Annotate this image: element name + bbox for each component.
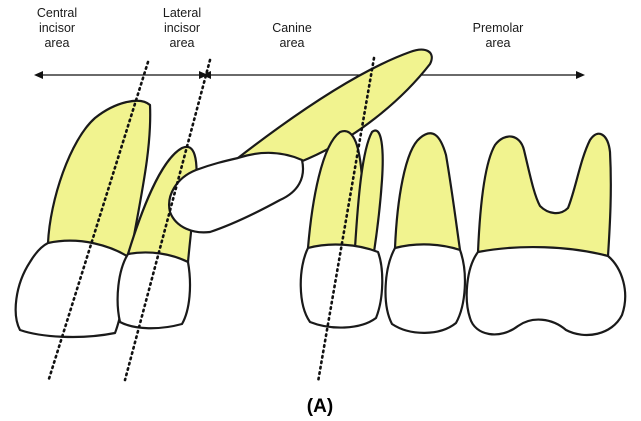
label-lateral-incisor-area: Lateral incisor area (163, 6, 201, 50)
molar-crown (467, 247, 625, 335)
label-canine-line-1: Canine (272, 21, 312, 35)
figure-caption: (A) (307, 396, 333, 417)
label-central-incisor-area: Central incisor area (37, 6, 77, 50)
second-premolar-root (395, 133, 460, 250)
label-central-line-2: incisor (39, 21, 75, 35)
label-canine-area: Canine area (272, 21, 312, 50)
label-premolar-line-1: Premolar (473, 21, 524, 35)
arrowhead-right (576, 71, 585, 79)
second-premolar-tooth (386, 133, 465, 333)
first-premolar-tooth (301, 131, 383, 328)
area-arrows (34, 71, 585, 79)
lateral-incisor-crown (118, 252, 190, 328)
label-premolar-area: Premolar area (473, 21, 524, 50)
molar-root (478, 134, 611, 256)
label-lateral-line-1: Lateral (163, 6, 201, 20)
label-central-line-3: area (44, 36, 69, 50)
arrowhead-left (34, 71, 43, 79)
label-premolar-line-2: area (485, 36, 510, 50)
label-lateral-line-2: incisor (164, 21, 200, 35)
label-lateral-line-3: area (169, 36, 194, 50)
molar-tooth (467, 134, 625, 335)
second-premolar-crown (386, 244, 465, 333)
label-canine-line-2: area (279, 36, 304, 50)
label-central-line-1: Central (37, 6, 77, 20)
first-premolar-crown (301, 245, 383, 328)
central-incisor-crown (16, 241, 130, 337)
first-premolar-root-b (355, 131, 383, 252)
